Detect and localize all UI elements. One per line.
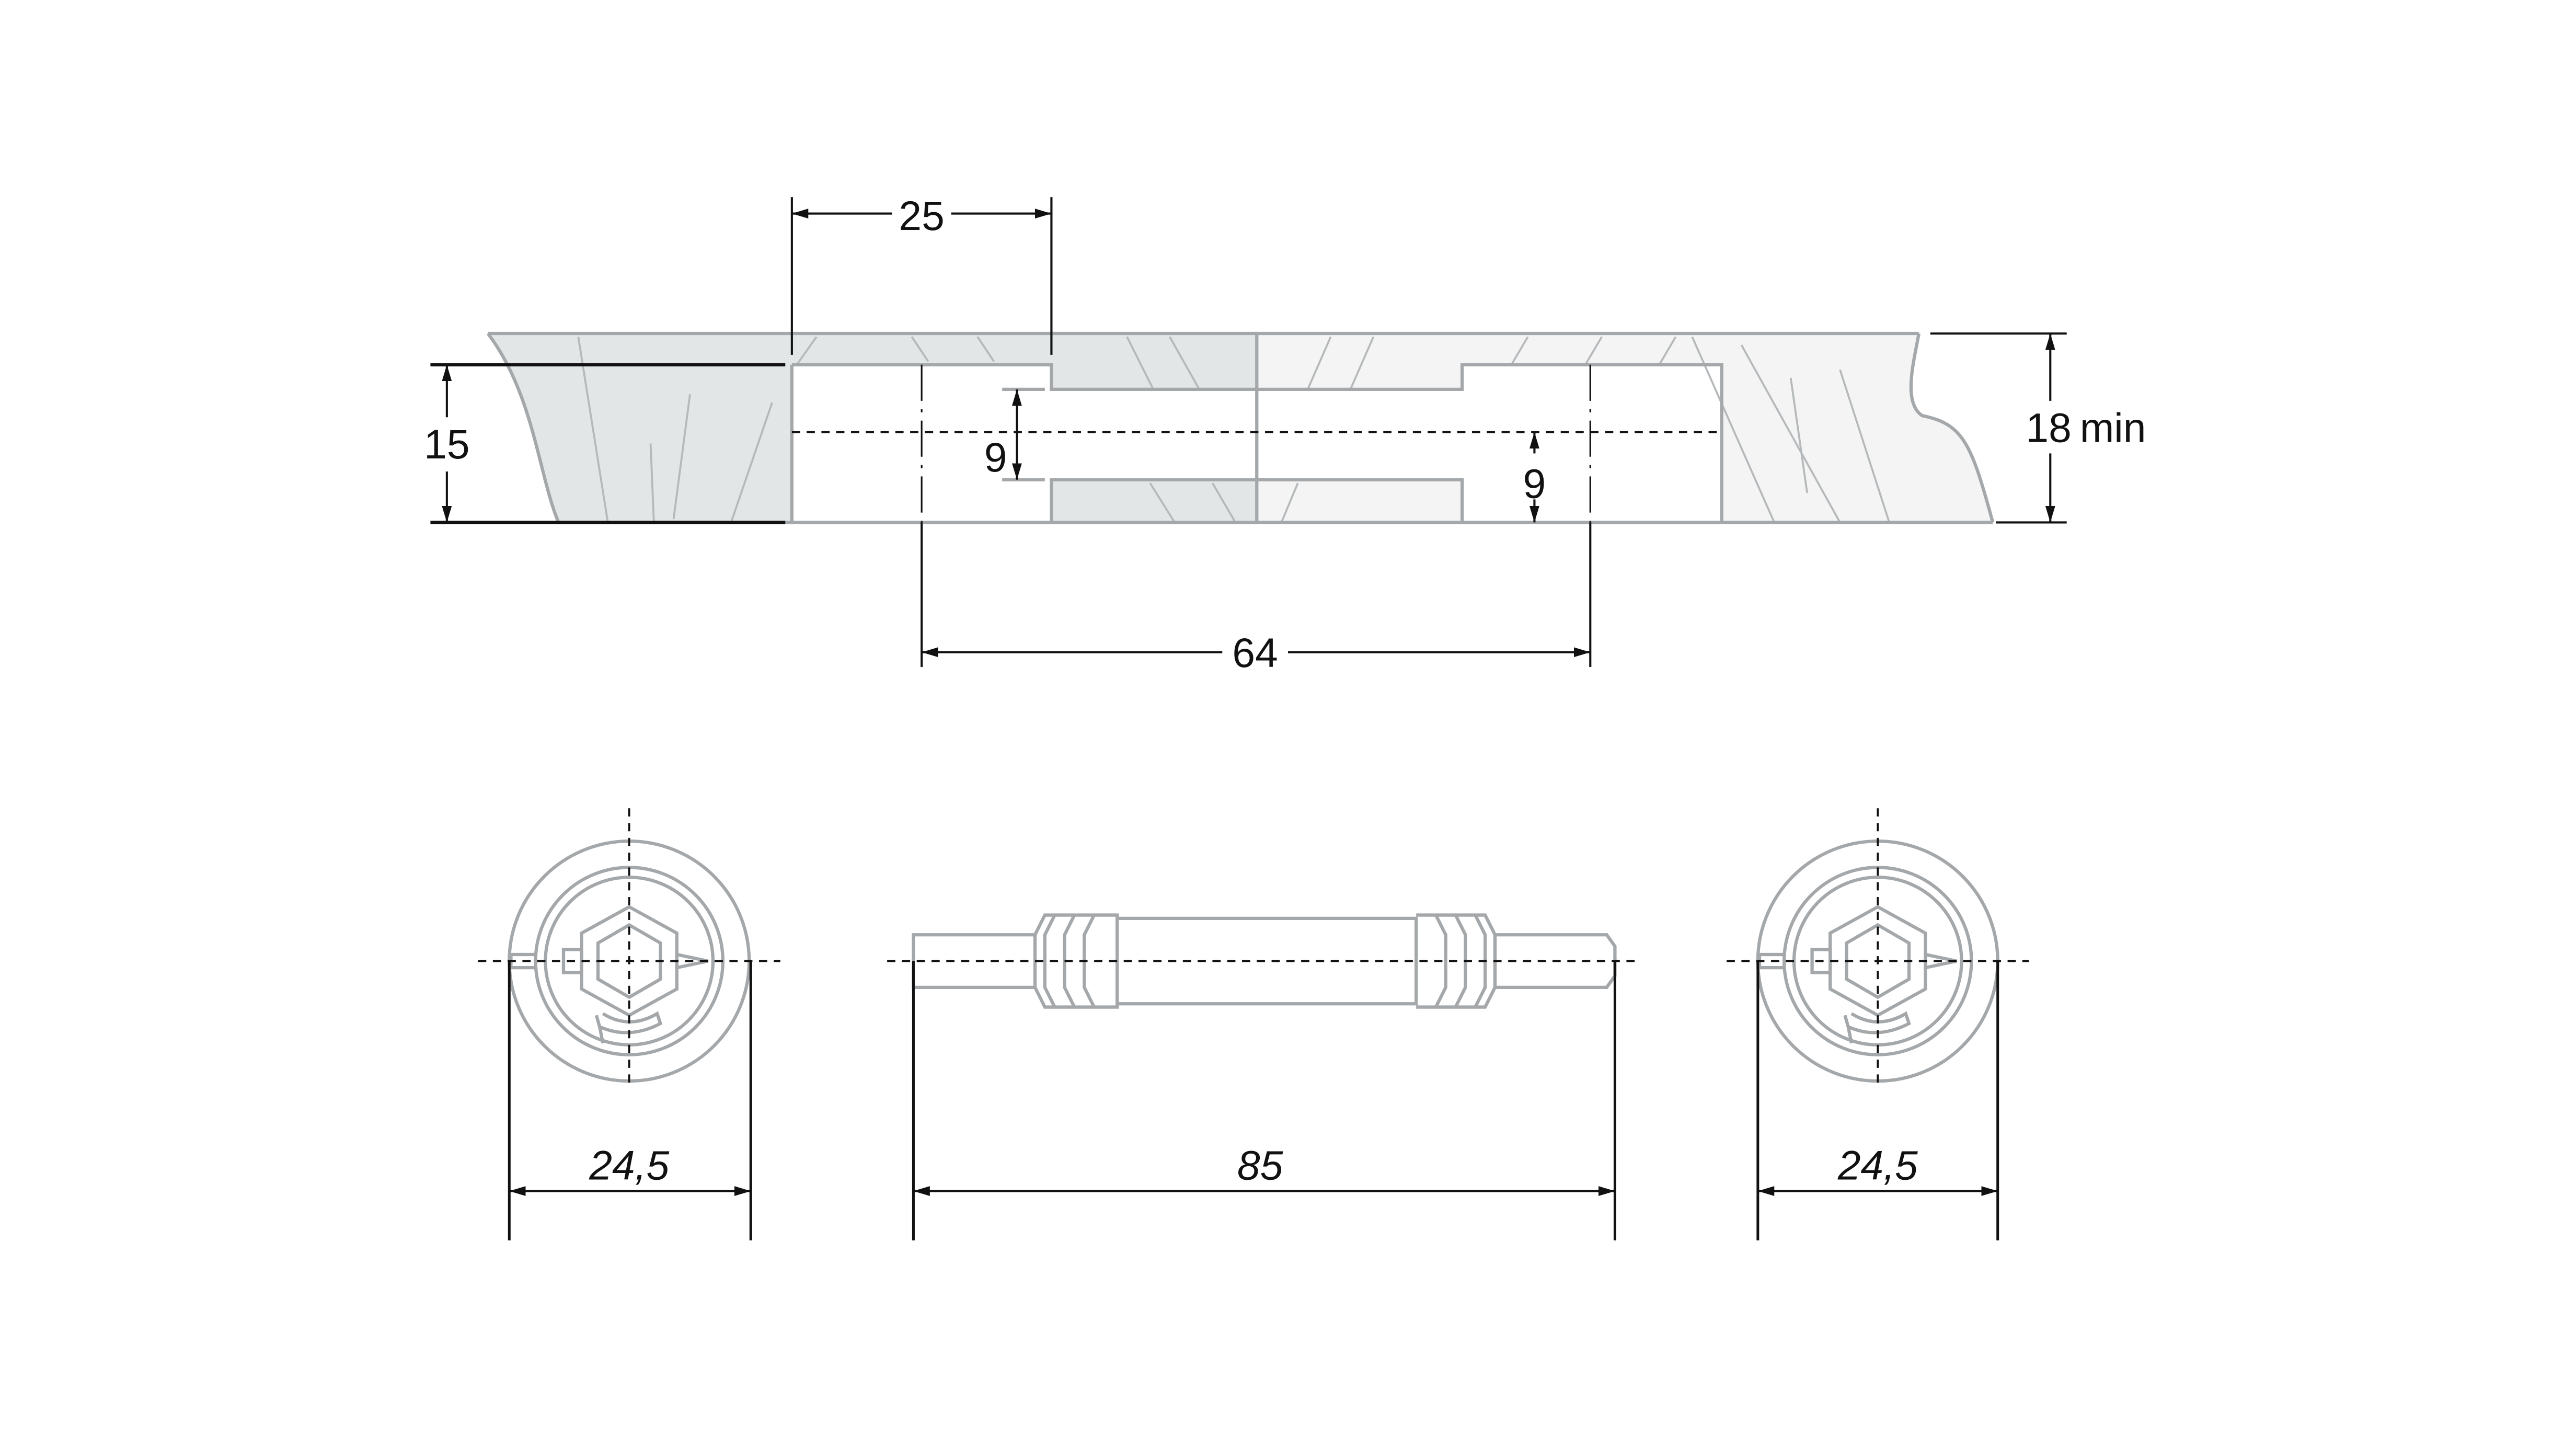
dimension-suffix: min bbox=[2080, 405, 2146, 451]
dimension-label: 9 bbox=[1523, 461, 1546, 507]
dimension-18-min: 18 min bbox=[1930, 332, 2146, 524]
dimension-9-right: 9 bbox=[1523, 432, 1546, 523]
dimension-9-left: 9 bbox=[984, 387, 1045, 481]
section-view: 25 15 9 9 18 min bbox=[424, 193, 2146, 676]
wood-grain bbox=[577, 336, 1891, 523]
dimension-label: 18 bbox=[2026, 405, 2071, 451]
dimension-24-5-right: 24,5 bbox=[1756, 961, 1999, 1240]
dimension-label: 24,5 bbox=[589, 1143, 669, 1189]
cam-lock-right bbox=[1727, 808, 2029, 1089]
dimension-85: 85 bbox=[912, 961, 1616, 1240]
section-outlines bbox=[486, 331, 1995, 524]
dimension-24-5-left: 24,5 bbox=[508, 961, 752, 1240]
dimension-64: 64 bbox=[921, 522, 1592, 676]
dimension-label: 85 bbox=[1237, 1143, 1283, 1189]
dimension-label: 25 bbox=[899, 193, 944, 239]
dimension-label: 64 bbox=[1232, 630, 1278, 676]
dimension-label: 24,5 bbox=[1837, 1143, 1918, 1189]
dimension-15: 15 bbox=[424, 363, 786, 524]
dimension-25: 25 bbox=[790, 193, 1053, 355]
dimension-label: 15 bbox=[424, 421, 469, 467]
dimension-label: 9 bbox=[984, 434, 1007, 480]
cam-lock-left bbox=[478, 808, 780, 1089]
